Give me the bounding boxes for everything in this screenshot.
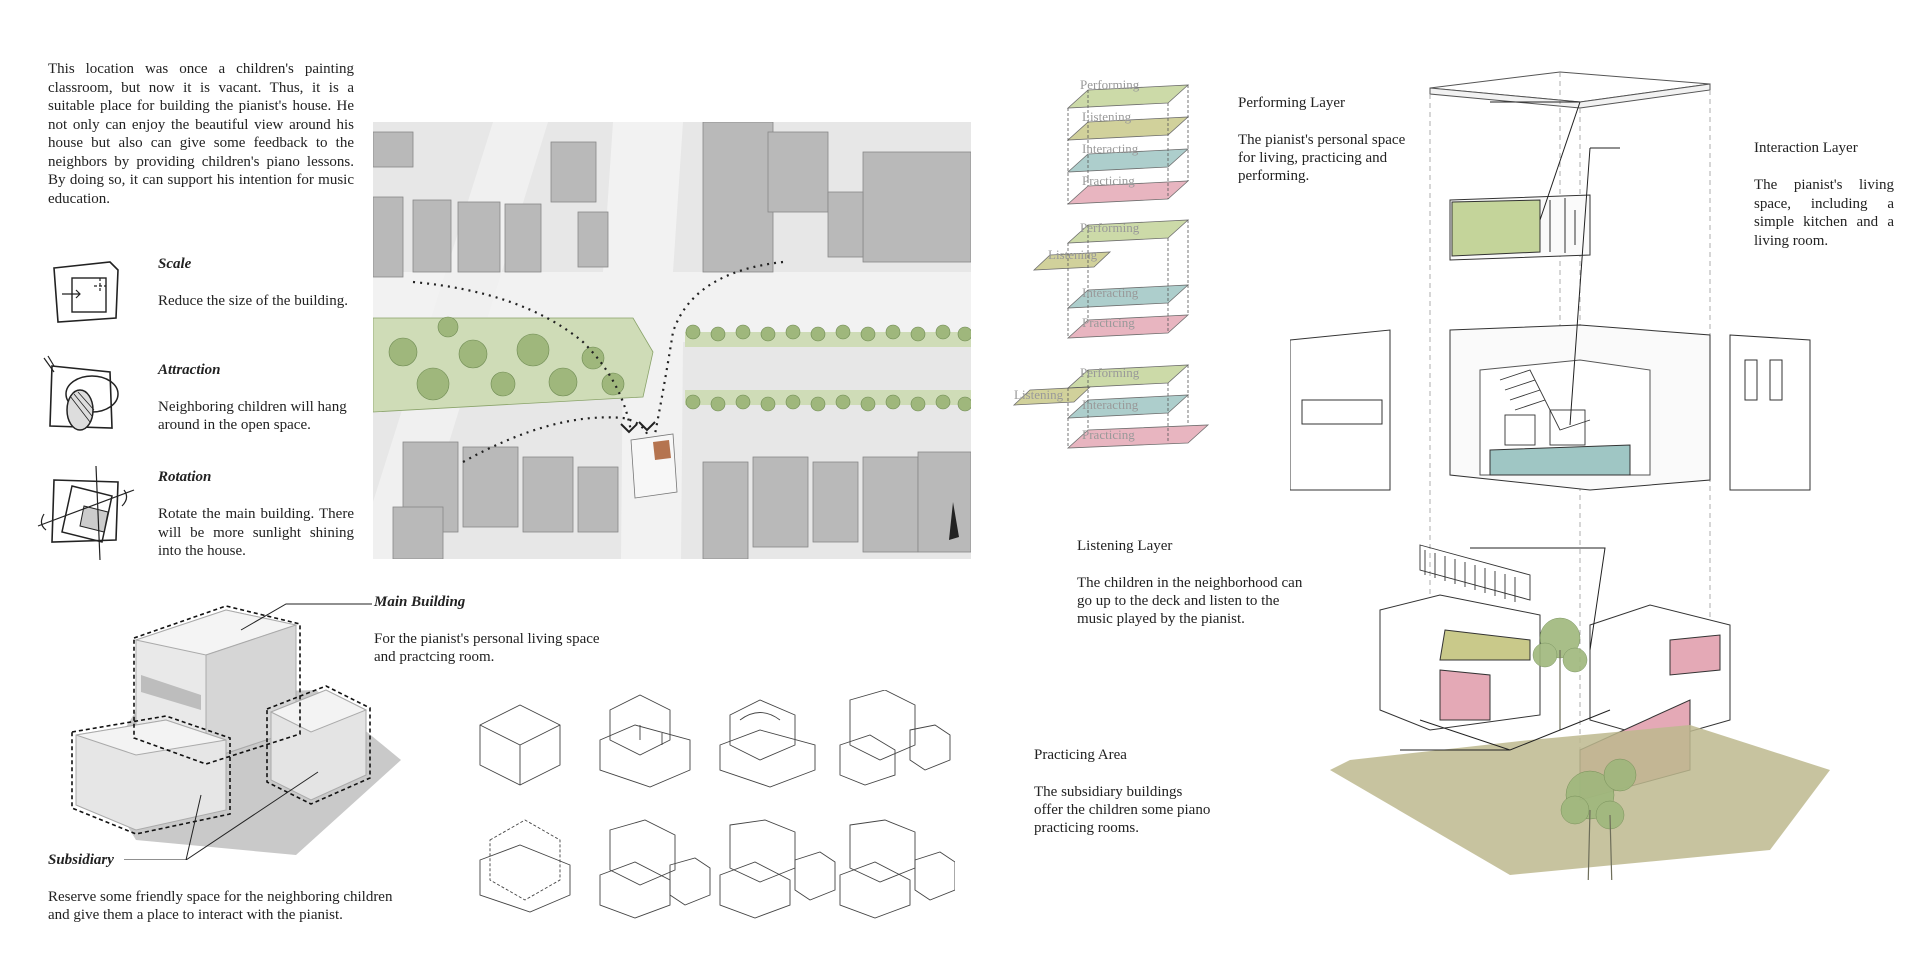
attraction-title: Attraction xyxy=(158,362,221,378)
interaction-layer-text: The pianist's living space, including a … xyxy=(1754,177,1894,249)
attraction-text: Neighboring children will hang around in… xyxy=(158,399,347,433)
practicing-area-title: Practicing Area xyxy=(1034,747,1127,763)
layer-label-listening-3: Listening xyxy=(1014,387,1064,402)
performing-layer-title: Performing Layer xyxy=(1238,95,1346,111)
layer-stack-diagrams xyxy=(1012,84,1210,449)
subsidiary-title: Subsidiary xyxy=(48,852,114,868)
scale-title: Scale xyxy=(158,256,192,272)
rotation-sketch-icon xyxy=(37,465,135,561)
form-evolution-sketches xyxy=(479,690,955,919)
layer-label-practicing-1: Practicing xyxy=(1082,173,1135,188)
site-map-drawing xyxy=(373,122,971,559)
exploded-axonometric xyxy=(1290,71,1830,880)
layer-label-performing-1: Performing xyxy=(1080,77,1140,92)
layer-label-interacting-2: Interacting xyxy=(1082,285,1139,300)
rotation-text: Rotate the main building. There will be … xyxy=(158,506,354,559)
listening-layer-text: The children in the neighborhood can go … xyxy=(1077,575,1303,627)
layer-label-listening-2: Listening xyxy=(1048,247,1098,262)
intro-paragraph: This location was once a children's pain… xyxy=(48,61,354,207)
interaction-layer-title: Interaction Layer xyxy=(1754,140,1858,156)
layer-label-practicing-2: Practicing xyxy=(1082,315,1135,330)
scale-text: Reduce the size of the building. xyxy=(158,293,348,309)
main-building-title: Main Building xyxy=(374,594,466,610)
site-map xyxy=(373,122,971,559)
layer-label-performing-2: Performing xyxy=(1080,220,1140,235)
performing-layer-text: The pianist's personal space for living,… xyxy=(1238,132,1406,184)
scale-sketch-icon xyxy=(53,261,119,323)
subsidiary-text: Reserve some friendly space for the neig… xyxy=(48,889,393,923)
layer-label-performing-3: Performing xyxy=(1080,365,1140,380)
layer-label-interacting-3: Interacting xyxy=(1082,397,1139,412)
listening-layer-title: Listening Layer xyxy=(1077,538,1173,554)
layer-label-interacting-1: Interacting xyxy=(1082,141,1139,156)
layer-label-listening-1: Listening xyxy=(1082,109,1132,124)
layer-label-practicing-3: Practicing xyxy=(1082,427,1135,442)
attraction-sketch-icon xyxy=(43,355,119,431)
main-building-text: For the pianist's personal living space … xyxy=(374,631,600,665)
practicing-area-text: The subsidiary buildings offer the child… xyxy=(1034,784,1211,836)
massing-model xyxy=(71,603,401,860)
rotation-title: Rotation xyxy=(158,469,212,485)
